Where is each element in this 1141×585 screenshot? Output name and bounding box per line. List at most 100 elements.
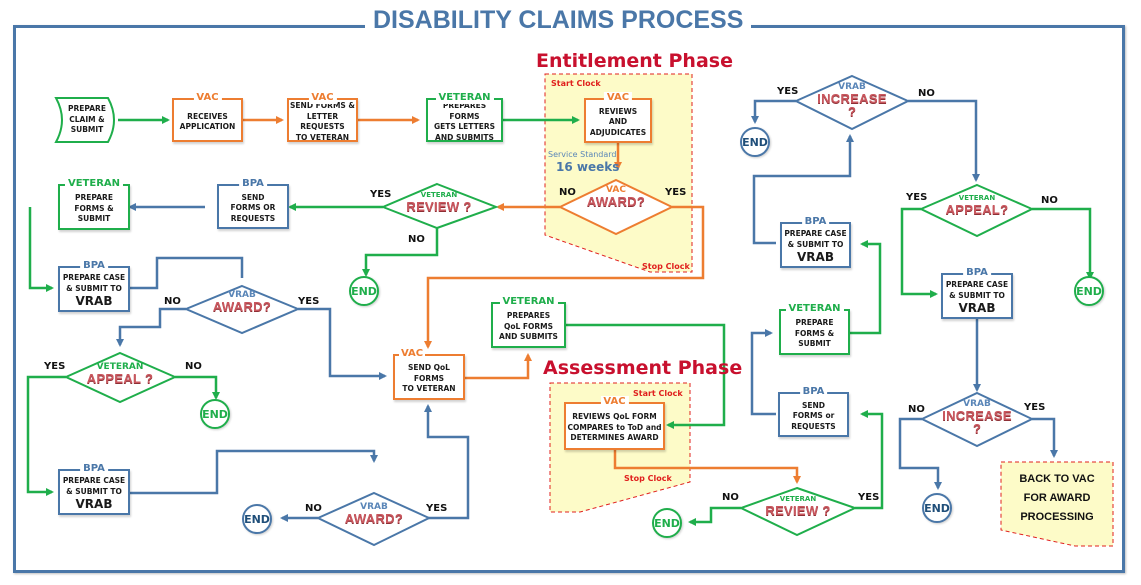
box-text: RECEIVES APPLICATION xyxy=(179,111,236,132)
label-no: NO xyxy=(559,187,576,198)
decision-question: AWARD? xyxy=(212,299,272,314)
box-text: SEND FORMS & LETTER REQUESTS TO VETERAN xyxy=(290,101,355,142)
box-text-line: PREPARE CASE & SUBMIT TO xyxy=(945,280,1009,300)
box-text-line: PREPARE CASE & SUBMIT TO xyxy=(62,476,126,496)
decision-owner: VAC xyxy=(606,185,626,195)
decision-veteran-appeal-left: VETERAN APPEAL ? xyxy=(87,362,153,386)
label-no: NO xyxy=(722,492,739,503)
end-terminator: END xyxy=(349,276,379,306)
assessment-start-clock: Start Clock xyxy=(633,389,683,398)
decision-question-mark: ? xyxy=(848,104,856,119)
box-veteran-prepare-forms-left: VETERAN PREPARE FORMS & SUBMIT xyxy=(58,178,130,230)
role-label: VETERAN xyxy=(499,296,558,308)
box-veteran-prepares-forms: VETERAN PREPARES FORMS GETS LETTERS AND … xyxy=(426,92,503,142)
decision-vrab-award-left: VRAB AWARD? xyxy=(213,290,271,314)
decision-question-mark: ? xyxy=(973,421,981,436)
role-label: BPA xyxy=(80,463,108,475)
role-label: BPA xyxy=(239,178,267,190)
entitlement-stop-clock: Stop Clock xyxy=(642,262,690,271)
decision-question: INCREASE xyxy=(942,408,1012,423)
start-prepare-claim: PREPARE CLAIM & SUBMIT xyxy=(62,98,112,142)
diamond-vrab-increase-bottom xyxy=(919,391,1035,448)
role-label: VAC xyxy=(600,396,629,408)
diagram-title: DISABILITY CLAIMS PROCESS xyxy=(365,6,752,35)
box-text-vrab: VRAB xyxy=(75,294,113,308)
box-text: PREPARES QoL FORMS AND SUBMITS xyxy=(499,311,558,342)
role-label: BPA xyxy=(80,260,108,272)
box-vac-reviews-adjudicates: VAC REVIEWS AND ADJUDICATES xyxy=(584,92,652,143)
label-yes: YES xyxy=(1024,402,1046,413)
assessment-stop-clock: Stop Clock xyxy=(624,474,672,483)
end-terminator: END xyxy=(200,399,230,429)
label-yes: YES xyxy=(370,189,392,200)
start-text: PREPARE CLAIM & SUBMIT xyxy=(68,104,106,135)
role-label: VETERAN xyxy=(435,92,494,104)
box-text: PREPARE FORMS & SUBMIT xyxy=(74,193,114,224)
decision-question: INCREASE xyxy=(817,91,887,106)
decision-question: APPEAL? xyxy=(945,202,1009,217)
diamond-vet-review-bottom xyxy=(738,486,858,537)
box-veteran-prepares-qol-forms: VETERAN PREPARES QoL FORMS AND SUBMITS xyxy=(491,296,566,348)
label-yes: YES xyxy=(44,361,66,372)
role-label: BPA xyxy=(799,386,828,398)
decision-owner: VETERAN xyxy=(96,362,144,372)
diamond-vac-award xyxy=(557,178,675,236)
box-text-vrab: VRAB xyxy=(75,497,113,511)
end-terminator: END xyxy=(922,493,952,523)
role-label: VAC xyxy=(603,92,633,104)
box-text: SEND QoL FORMS TO VETERAN xyxy=(402,363,456,394)
decision-question: APPEAL ? xyxy=(86,371,154,386)
service-standard-value: 16 weeks xyxy=(556,160,620,174)
decision-veteran-appeal-right: VETERAN APPEAL? xyxy=(946,193,1009,217)
decision-owner: VETERAN xyxy=(420,191,458,199)
entitlement-start-clock: Start Clock xyxy=(551,79,601,88)
end-terminator: END xyxy=(652,508,682,538)
box-text: PREPARES FORMS GETS LETTERS AND SUBMITS xyxy=(433,101,495,142)
end-terminator: END xyxy=(740,127,770,157)
label-no: NO xyxy=(185,361,202,372)
box-vac-reviews-qol-form: VAC REVIEWS QoL FORM COMPARES to ToD and… xyxy=(564,396,665,450)
decision-vrab-award-bottom: VRAB AWARD? xyxy=(345,502,403,526)
decision-question: AWARD? xyxy=(586,194,646,209)
role-label: VETERAN xyxy=(785,303,844,315)
end-terminator: END xyxy=(1074,276,1104,306)
label-yes: YES xyxy=(858,492,880,503)
decision-question: AWARD? xyxy=(344,511,404,526)
box-text-vrab: VRAB xyxy=(958,301,996,315)
decision-vrab-increase-bottom: VRAB INCREASE ? xyxy=(942,399,1012,435)
label-no: NO xyxy=(918,88,935,99)
label-yes: YES xyxy=(665,187,687,198)
decision-owner: VETERAN xyxy=(958,194,996,202)
label-yes: YES xyxy=(426,503,448,514)
decision-veteran-review-top: VETERAN REVIEW ? xyxy=(406,190,471,214)
decision-owner: VETERAN xyxy=(779,495,817,503)
box-text-line: PREPARE CASE & SUBMIT TO xyxy=(62,273,126,293)
diamond-vrab-award-bottom xyxy=(315,491,432,547)
decision-owner: VRAB xyxy=(963,399,991,409)
role-label: VAC xyxy=(193,92,222,104)
box-text: SEND FORMS OR REQUESTS xyxy=(230,192,276,223)
decision-question: REVIEW ? xyxy=(406,199,472,214)
box-text-vrab: VRAB xyxy=(797,250,834,264)
label-no: NO xyxy=(408,234,425,245)
label-no: NO xyxy=(305,503,322,514)
label-yes: YES xyxy=(298,296,320,307)
role-label: VAC xyxy=(308,92,337,104)
decision-owner: VRAB xyxy=(228,290,256,300)
diamond-vrab-increase-top xyxy=(793,74,911,131)
box-bpa-send-forms-left: BPA SEND FORMS OR REQUESTS xyxy=(217,178,289,229)
role-label: BPA xyxy=(801,216,830,228)
entitlement-phase-title: Entitlement Phase xyxy=(536,50,733,72)
box-text: REVIEWS QoL FORM COMPARES to ToD and DET… xyxy=(567,412,662,443)
role-label: VAC xyxy=(399,348,426,360)
box-vac-receives-application: VAC RECEIVES APPLICATION xyxy=(172,92,243,142)
box-bpa-send-forms-mid: BPA SEND FORMS or REQUESTS xyxy=(778,386,849,437)
